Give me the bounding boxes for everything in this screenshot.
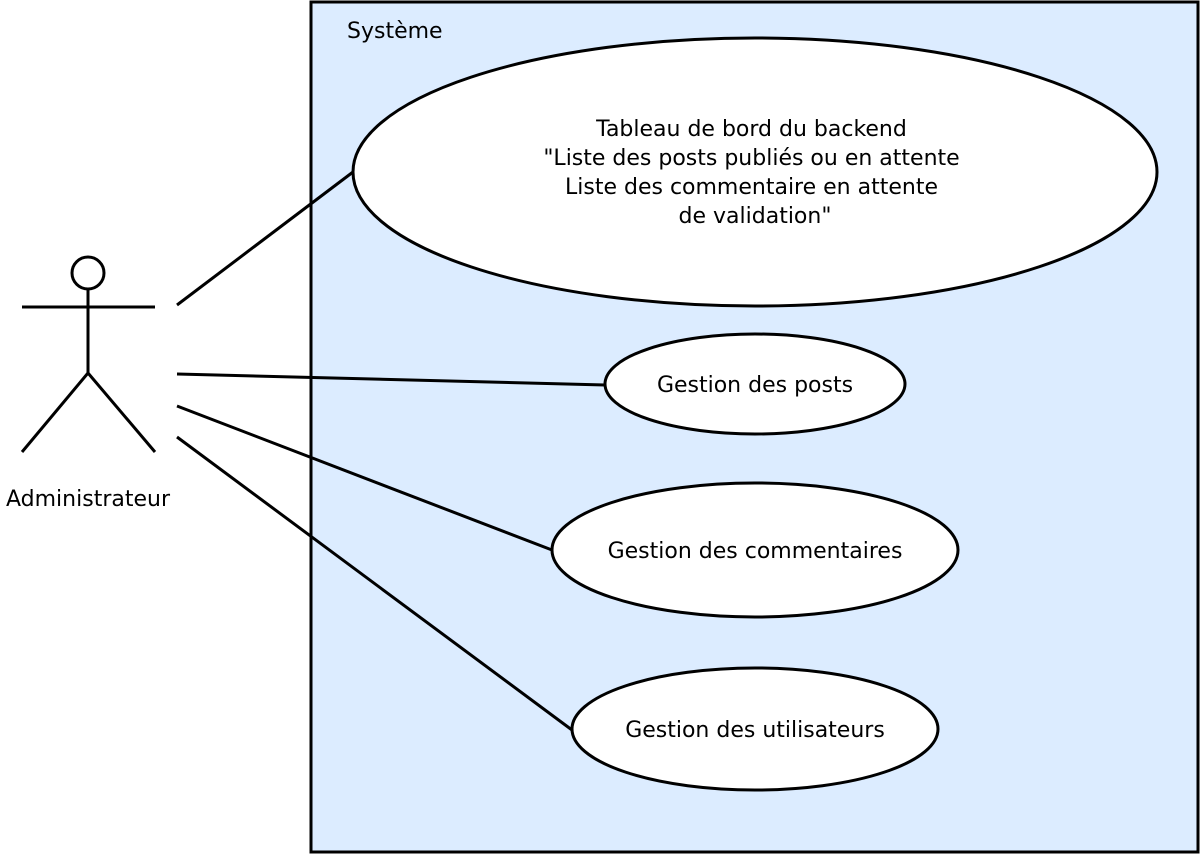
actor-right-leg: [86, 372, 157, 453]
use-case-label-line: "Liste des posts publiés ou en attente: [543, 146, 959, 171]
association-posts: [176, 372, 606, 387]
use-case-ellipse: [550, 481, 960, 619]
use-case-comments: Gestion des commentaires: [550, 481, 960, 619]
actor-administrateur: Administrateur: [6, 255, 171, 512]
actor-left-leg: [20, 372, 90, 453]
actor-label: Administrateur: [6, 487, 171, 512]
system-label: Système: [347, 19, 443, 44]
use-case-ellipse: [351, 36, 1159, 308]
use-case-users: Gestion des utilisateurs: [570, 666, 940, 792]
actor-head: [70, 255, 106, 291]
use-case-posts: Gestion des posts: [603, 332, 907, 436]
use-case-label: Tableau de bord du backend "Liste des po…: [543, 117, 966, 229]
use-case-label-line: de validation": [679, 204, 832, 229]
associations: [176, 170, 606, 732]
use-case-dashboard: Tableau de bord du backend "Liste des po…: [351, 36, 1159, 308]
use-case-ellipse: [603, 332, 907, 436]
use-case-label: Gestion des commentaires: [608, 539, 903, 564]
association-dashboard: [176, 170, 354, 307]
use-case-label: Gestion des utilisateurs: [625, 718, 885, 743]
use-case-label-line: Liste des commentaire en attente: [565, 175, 938, 200]
use-case-ellipse: [570, 666, 940, 792]
association-comments: [176, 404, 553, 552]
use-case-label-line: Tableau de bord du backend: [595, 117, 907, 142]
association-users: [176, 435, 573, 732]
use-case-label: Gestion des posts: [657, 373, 853, 398]
